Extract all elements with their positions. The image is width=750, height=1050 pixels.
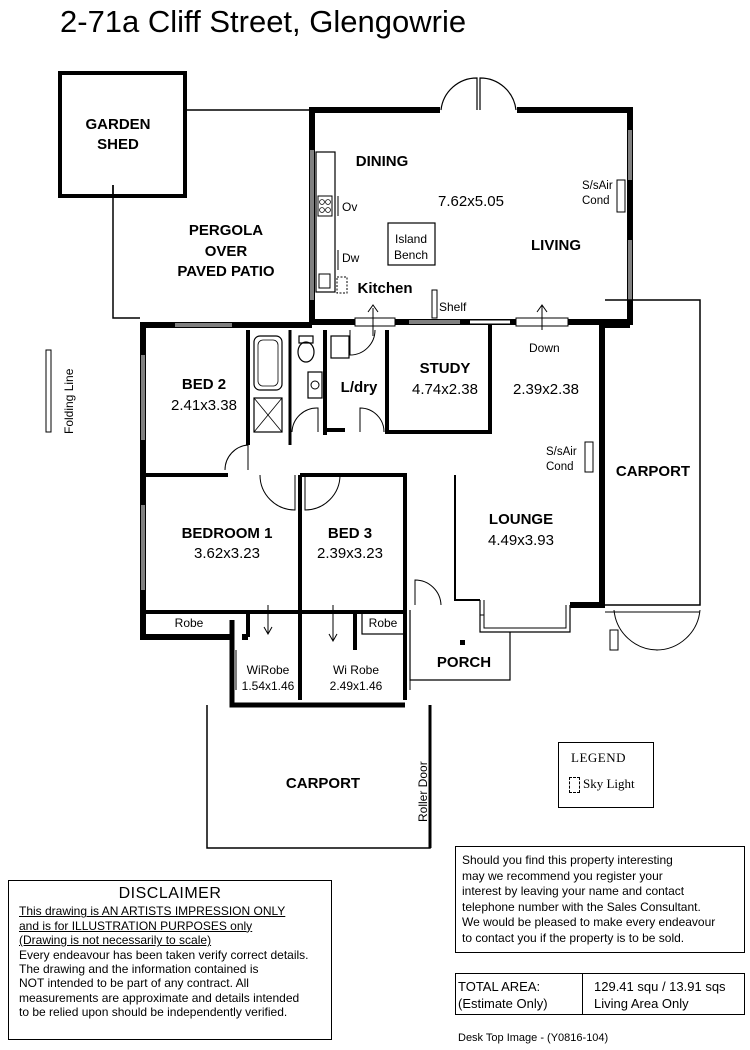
garden-shed-label-1: GARDEN bbox=[85, 116, 150, 133]
total-area-note: (Estimate Only) bbox=[458, 996, 548, 1011]
disclaimer-line: This drawing is AN ARTISTS IMPRESSION ON… bbox=[19, 904, 286, 919]
aircon-1-label-2: Cond bbox=[582, 195, 610, 207]
lounge-dims: 4.49x3.93 bbox=[488, 532, 554, 549]
garden-shed-outline bbox=[58, 71, 187, 198]
oven-label: Ov bbox=[342, 200, 357, 214]
total-area-divider bbox=[582, 974, 583, 1014]
roller-door-label: Roller Door bbox=[416, 761, 430, 822]
disclaimer-line: (Drawing is not necessarily to scale) bbox=[19, 933, 212, 948]
laundry-label: L/dry bbox=[341, 379, 378, 396]
pergola-label-1: PERGOLA bbox=[189, 222, 263, 239]
living-label: LIVING bbox=[531, 237, 581, 254]
lounge-label: LOUNGE bbox=[489, 511, 553, 528]
pergola-label-2: OVER bbox=[205, 243, 248, 260]
carport-bottom-label: CARPORT bbox=[286, 775, 360, 792]
disclaimer-line: and is for ILLUSTRATION PURPOSES only bbox=[19, 918, 253, 933]
total-area-scope: Living Area Only bbox=[594, 996, 689, 1011]
total-area-box: TOTAL AREA: (Estimate Only) 129.41 squ /… bbox=[455, 973, 745, 1015]
island-bench bbox=[387, 222, 436, 266]
garden-shed-label-2: SHED bbox=[97, 136, 139, 153]
bed3-label: BED 3 bbox=[328, 525, 372, 542]
disclaimer-line: measurements are approximate and details… bbox=[19, 990, 300, 1005]
total-area-label: TOTAL AREA: bbox=[458, 979, 541, 994]
folding-line-mark bbox=[45, 349, 52, 433]
study-dims-2: 2.39x2.38 bbox=[513, 381, 579, 398]
down-label: Down bbox=[529, 341, 560, 355]
porch-outline bbox=[409, 610, 511, 681]
kitchen-label: Kitchen bbox=[357, 280, 412, 297]
living-dims: 7.62x5.05 bbox=[438, 193, 504, 210]
bed2-label: BED 2 bbox=[182, 376, 226, 393]
shelf-label: Shelf bbox=[439, 300, 467, 314]
aircon-2-label-1: S/sAir bbox=[546, 446, 577, 458]
island-bench-label-1: Island bbox=[395, 232, 427, 246]
disclaimer-line: NOT intended to be part of any contract.… bbox=[19, 976, 249, 991]
house-outer-walls bbox=[140, 322, 312, 612]
wirobe-1-dims: 1.54x1.46 bbox=[242, 679, 295, 693]
wirobe-2-dims: 2.49x1.46 bbox=[330, 679, 383, 693]
interest-line: Should you find this property interestin… bbox=[462, 853, 673, 867]
desk-top-image-ref: Desk Top Image - (Y0816-104) bbox=[458, 1032, 609, 1044]
dishwasher-label: Dw bbox=[342, 251, 360, 265]
aircon-1-label-1: S/sAir bbox=[582, 180, 613, 192]
interest-line: to contact you if the property is to be … bbox=[462, 930, 685, 945]
bedroom1-dims: 3.62x3.23 bbox=[194, 545, 260, 562]
legend-title: LEGEND bbox=[571, 750, 626, 765]
interest-line: We would be pleased to make every endeav… bbox=[462, 915, 716, 930]
total-area-value: 129.41 squ / 13.91 sqs bbox=[594, 979, 726, 994]
sky-light-label: Sky Light bbox=[583, 776, 635, 791]
carport-right-outline bbox=[605, 299, 701, 606]
folding-line-label: Folding Line bbox=[62, 368, 76, 434]
aircon-2-label-2: Cond bbox=[546, 461, 574, 473]
page-title: 2-71a Cliff Street, Glengowrie bbox=[60, 4, 467, 39]
bed2-dims: 2.41x3.38 bbox=[171, 397, 237, 414]
robe-2-label: Robe bbox=[369, 616, 398, 630]
wirobe-2-label: Wi Robe bbox=[333, 663, 379, 677]
dining-label: DINING bbox=[356, 153, 409, 170]
interest-line: telephone number with the Sales Consulta… bbox=[462, 899, 701, 914]
robe-1-label: Robe bbox=[175, 616, 204, 630]
porch-label: PORCH bbox=[437, 654, 491, 671]
register-interest-box: Should you find this property interestin… bbox=[455, 846, 745, 953]
study-dims: 4.74x2.38 bbox=[412, 381, 478, 398]
bedroom1-label: BEDROOM 1 bbox=[182, 525, 273, 542]
disclaimer-line: The drawing and the information containe… bbox=[19, 962, 259, 977]
interest-line: may we recommend you register your bbox=[462, 868, 663, 883]
sky-light-icon bbox=[569, 777, 580, 793]
wirobe-1-label: WiRobe bbox=[247, 663, 290, 677]
legend-box: LEGEND Sky Light bbox=[558, 742, 654, 808]
carport-right-label: CARPORT bbox=[616, 463, 690, 480]
bed3-dims: 2.39x3.23 bbox=[317, 545, 383, 562]
pergola-label-3: PAVED PATIO bbox=[177, 263, 275, 280]
disclaimer-box: DISCLAIMER This drawing is AN ARTISTS IM… bbox=[8, 880, 332, 1040]
study-label: STUDY bbox=[420, 360, 471, 377]
interest-line: interest by leaving your name and contac… bbox=[462, 884, 685, 899]
island-bench-label-2: Bench bbox=[394, 248, 428, 262]
disclaimer-line: Every endeavour has been taken verify co… bbox=[19, 947, 309, 962]
disclaimer-heading: DISCLAIMER bbox=[118, 885, 222, 902]
disclaimer-line: to be relied upon should be independentl… bbox=[19, 1005, 288, 1020]
